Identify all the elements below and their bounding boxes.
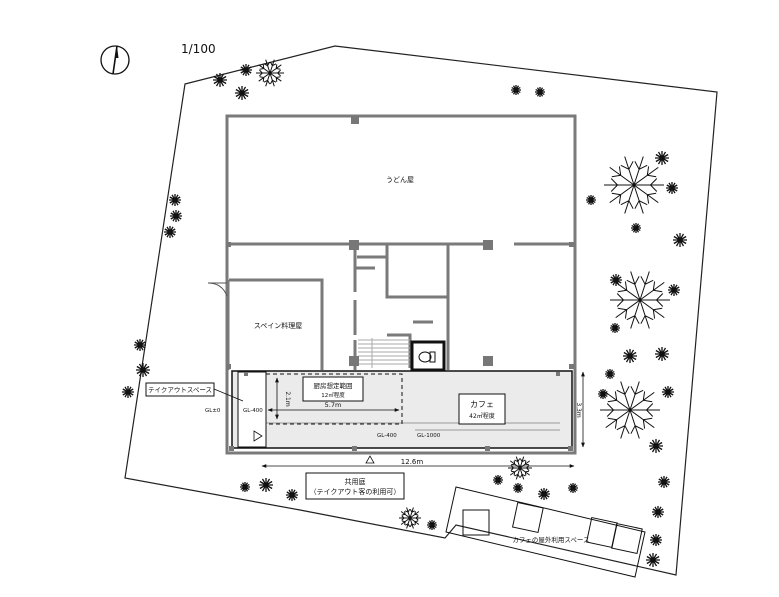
columns [226,116,574,369]
shrub-icon [655,347,669,361]
shrub-icon [136,363,150,377]
shrub-icon [535,87,545,97]
shrub-icon [650,534,662,546]
cafe-label: カフェ [470,400,494,409]
tree-icon [604,156,664,214]
shrub-icon [427,520,437,530]
outdoor-table [462,509,490,536]
shrub-icon [631,223,641,233]
shrub-icon [652,506,664,518]
tree-icon [508,456,532,480]
kitchen-title: 厨房想定範囲 [314,381,353,390]
kitchen-zone [265,373,403,425]
takeout-label: テイクアウトスペース [148,386,212,394]
cafe-area-label: 42㎡程度 [469,412,495,420]
shrub-icon [235,86,249,100]
shrub-icon [240,64,252,76]
shrub-icon [538,488,550,500]
shrub-icon [511,85,521,95]
dim-5-7: 5.7m [325,401,342,409]
interior-walls [226,242,575,370]
shrub-icon [649,439,663,453]
staircase [358,338,410,368]
shrub-icon [655,151,669,165]
toilet-icon [418,351,436,363]
kitchen-area: 12㎡程度 [321,391,345,399]
dim-12-6: 12.6m [401,458,424,466]
shrub-icon [122,386,134,398]
scale-label: 1/100 [181,42,216,56]
tree-icon [256,59,284,87]
door-swing [207,282,228,297]
outdoor-table [511,501,544,534]
gl400-mid-label: GL-400 [377,433,397,439]
shrub-icon [513,483,523,493]
shrub-icon [286,489,298,501]
shrub-icon [605,369,615,379]
courtyard-title: 共用庭 [345,477,366,486]
shrub-icon [170,210,182,222]
outdoor-space [445,486,646,578]
shrub-icon [623,349,637,363]
tree-icon [399,507,421,529]
gl400-left-label: GL-400 [243,408,263,414]
outdoor-label: カフェの屋外利用スペース [512,535,589,544]
shrub-icon [658,476,670,488]
courtyard-subtitle: （テイクアウト客の利用可） [310,487,401,496]
shrub-icon [668,284,680,296]
shrub-icon [164,226,176,238]
site-boundary [124,45,718,576]
dim-3-3: 3.3m [575,402,582,418]
tree-icon [600,381,660,439]
shrub-icon [259,478,273,492]
shrub-icon [610,274,622,286]
shrub-icon [568,483,578,493]
shrub-icon [213,73,227,87]
entry-triangle [365,455,375,464]
spanish-label: スペイン料理屋 [254,321,303,330]
toilet-room [410,340,446,372]
outdoor-table [610,522,643,555]
entrance-marker [253,430,263,442]
shrub-icon [646,553,660,567]
gl0-label: GL±0 [205,408,221,414]
udon-label: うどん屋 [386,176,414,184]
shrub-icon [666,182,678,194]
vegetation [122,59,687,567]
shrub-icon [598,389,608,399]
shrub-icon [240,482,250,492]
shrub-icon [134,339,146,351]
takeout-counter [237,371,267,448]
shrub-icon [662,386,674,398]
shrub-icon [586,195,596,205]
north-arrow-icon [100,45,130,75]
gl1000-label: GL-1000 [417,433,441,439]
shrub-icon [493,475,503,485]
shrub-icon [169,194,181,206]
shrub-icon [673,233,687,247]
dim-2-1: 2.1m [284,391,291,407]
tree-icon [610,271,670,329]
shrub-icon [610,323,620,333]
